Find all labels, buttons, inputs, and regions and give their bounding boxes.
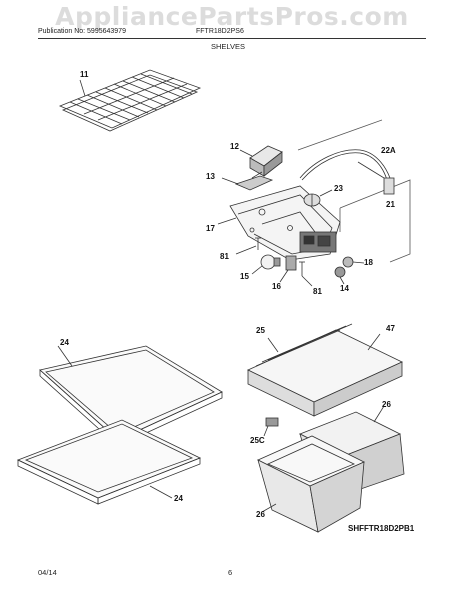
- wire-harness: [299, 149, 395, 195]
- section-title: SHELVES: [211, 42, 246, 51]
- callout-47: 47: [386, 324, 395, 333]
- callout-25c: 25C: [250, 436, 265, 445]
- glass-shelf-upper: [39, 345, 223, 447]
- callout-26-front: 26: [256, 510, 265, 519]
- crisper-cover: [247, 323, 403, 417]
- callout-26-rear: 26: [382, 400, 391, 409]
- callout-23: 23: [334, 184, 343, 193]
- callout-81-b: 81: [313, 287, 322, 296]
- callout-17: 17: [206, 224, 215, 233]
- callout-15: 15: [240, 272, 249, 281]
- watermark: AppliancePartsPros.com: [55, 2, 409, 31]
- callout-21: 21: [386, 200, 395, 209]
- model-number: FFTR18D2PS6: [196, 28, 244, 35]
- callout-24-lower: 24: [174, 494, 183, 503]
- header-rule: [38, 38, 426, 39]
- callout-22a: 22A: [381, 146, 396, 155]
- light-cover: [239, 145, 283, 177]
- knob-18: [342, 256, 365, 268]
- callout-11: 11: [80, 70, 89, 79]
- crisper-drawer-front: [257, 435, 365, 533]
- callout-16: 16: [272, 282, 281, 291]
- cover-clip: [263, 417, 279, 437]
- footer-date: 04/14: [38, 568, 57, 577]
- callout-14: 14: [340, 284, 349, 293]
- bracket: [221, 171, 274, 191]
- screw-a: [235, 237, 261, 255]
- callout-12: 12: [230, 142, 239, 151]
- callout-81-a: 81: [220, 252, 229, 261]
- light-socket: [279, 255, 297, 283]
- sensor: [303, 189, 333, 207]
- footer-page: 6: [228, 568, 233, 577]
- glass-shelf-lower: [16, 419, 201, 505]
- callout-25: 25: [256, 326, 265, 335]
- screw-b: [299, 261, 313, 287]
- publication-number: Publication No: 5995643979: [38, 28, 126, 35]
- wire-shelf: [58, 69, 202, 132]
- callout-18: 18: [364, 258, 373, 267]
- callout-24-upper: 24: [60, 338, 69, 347]
- diagram-code: SHFFTR18D2PB1: [348, 524, 415, 533]
- knob-14: [334, 266, 346, 285]
- light-bulb: [251, 254, 281, 275]
- cabinet-outline: [297, 119, 411, 263]
- callout-13: 13: [206, 172, 215, 181]
- control-housing: [217, 185, 341, 261]
